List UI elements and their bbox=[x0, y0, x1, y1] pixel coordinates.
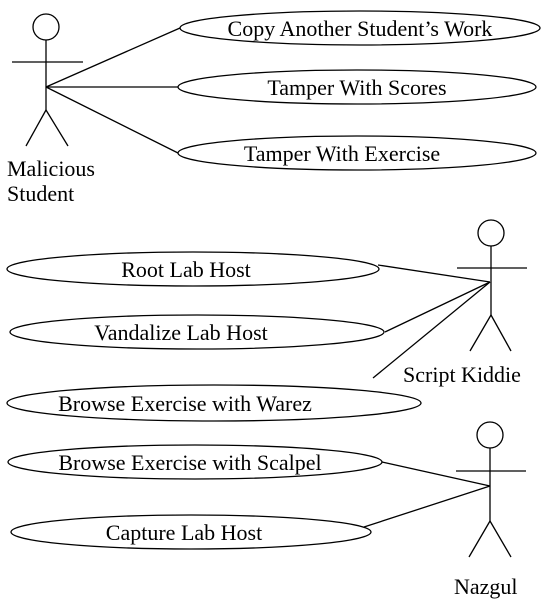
use-case-tamper-scores: Tamper With Scores bbox=[177, 69, 537, 105]
use-case-label: Tamper With Scores bbox=[267, 75, 446, 100]
use-case-vandalize-lab-host: Vandalize Lab Host bbox=[9, 314, 385, 350]
association-lines bbox=[45, 27, 491, 528]
use-case-label: Capture Lab Host bbox=[106, 520, 262, 545]
actor-label-line: Script Kiddie bbox=[403, 362, 521, 387]
stick-figure-icon bbox=[456, 421, 526, 558]
assoc-malicious-student-tamper-exercise bbox=[45, 86, 179, 154]
use-case-browse-warez: Browse Exercise with Warez bbox=[6, 384, 422, 422]
use-case-label: Root Lab Host bbox=[121, 257, 251, 282]
use-case-label: Tamper With Exercise bbox=[244, 141, 440, 166]
assoc-nazgul-browse-scalpel bbox=[381, 461, 491, 487]
assoc-script-kiddie-vandalize-lab-host bbox=[384, 281, 491, 333]
actor-malicious-student: Malicious Student bbox=[7, 13, 95, 206]
use-case-root-lab-host: Root Lab Host bbox=[6, 251, 380, 287]
use-case-label: Copy Another Student’s Work bbox=[228, 16, 493, 41]
use-case-label: Browse Exercise with Warez bbox=[58, 391, 312, 416]
use-case-tamper-exercise: Tamper With Exercise bbox=[177, 135, 537, 171]
use-case-browse-scalpel: Browse Exercise with Scalpel bbox=[7, 444, 383, 480]
actor-script-kiddie: Script Kiddie bbox=[403, 219, 527, 387]
assoc-script-kiddie-browse-warez bbox=[372, 281, 491, 379]
use-case-label: Browse Exercise with Scalpel bbox=[58, 450, 321, 475]
assoc-nazgul-capture-lab-host bbox=[363, 485, 491, 528]
stick-figure-icon bbox=[12, 13, 83, 147]
actor-label-line: Malicious bbox=[7, 156, 95, 181]
actor-label-line: Nazgul bbox=[454, 574, 518, 599]
use-case-copy-work: Copy Another Student’s Work bbox=[179, 10, 541, 46]
assoc-malicious-student-copy-work bbox=[45, 27, 181, 88]
actor-label-line: Student bbox=[7, 181, 74, 206]
stick-figure-icon bbox=[457, 219, 527, 352]
use-case-capture-lab-host: Capture Lab Host bbox=[10, 514, 372, 550]
use-case-label: Vandalize Lab Host bbox=[94, 320, 268, 345]
actor-nazgul: Nazgul bbox=[454, 421, 526, 599]
assoc-script-kiddie-root-lab-host bbox=[377, 264, 491, 283]
